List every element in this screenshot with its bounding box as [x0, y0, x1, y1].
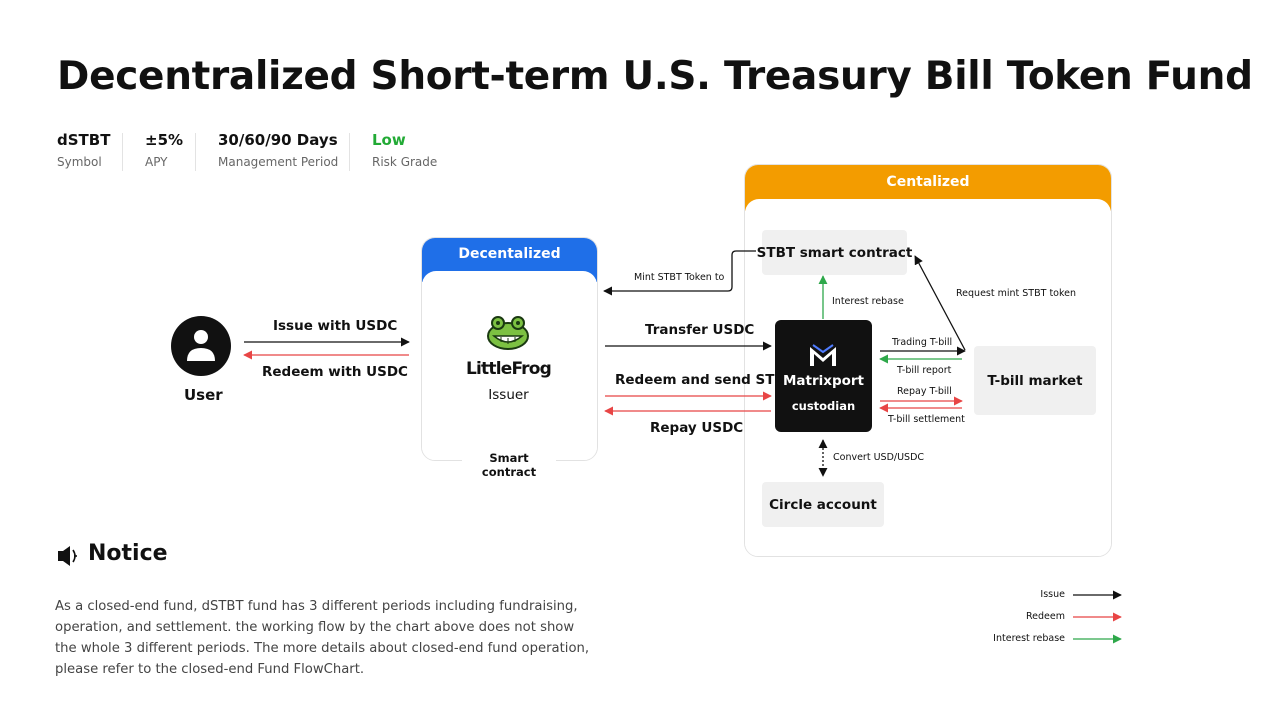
convert-label: Convert USD/USDC	[833, 452, 925, 463]
littlefrog-brand: LittleFrog	[465, 359, 552, 379]
redeem-send-stbt-label: Redeem and send STBT	[615, 372, 794, 388]
stat-label: APY	[145, 155, 168, 169]
divider	[195, 133, 196, 171]
stat-value: Low	[372, 131, 406, 149]
request-mint-label: Request mint STBT token	[956, 288, 1077, 299]
smart-contract-label: Smart contract	[462, 451, 556, 479]
tbill-market-box: T-bill market	[974, 346, 1096, 415]
interest-rebase-label: Interest rebase	[832, 296, 904, 307]
issuer-label: Issuer	[488, 387, 529, 403]
user-icon	[171, 316, 231, 376]
transfer-usdc-label: Transfer USDC	[645, 322, 755, 338]
notice-body: As a closed-end fund, dSTBT fund has 3 d…	[55, 599, 590, 677]
legend-issue-label: Issue	[1040, 589, 1065, 600]
mint-arrow	[603, 250, 756, 296]
stbt-smart-contract-box: STBT smart contract	[757, 230, 912, 275]
stat-apy: ±5% APY	[145, 131, 183, 169]
stat-label: Management Period	[218, 155, 339, 169]
divider	[122, 133, 123, 171]
stat-value: ±5%	[145, 131, 184, 149]
legend-interest-rebase-label: Interest rebase	[993, 633, 1065, 644]
legend-redeem-label: Redeem	[1026, 611, 1065, 622]
divider	[349, 133, 350, 171]
tbill-settlement-label: T-bill settlement	[888, 414, 965, 425]
speaker-icon	[58, 546, 77, 566]
page-title: Decentralized Short-term U.S. Treasury B…	[57, 54, 1253, 99]
mint-stbt-label: Mint STBT Token to	[634, 272, 725, 283]
request-mint-arrow	[914, 255, 966, 351]
stat-symbol: dSTBT Symbol	[57, 131, 110, 169]
trading-tbill-label: Trading T-bill	[892, 337, 953, 348]
littlefrog-logo-icon	[487, 316, 529, 350]
tbill-report-label: T-bill report	[897, 365, 952, 376]
decentralized-panel: Decentalized	[421, 237, 598, 461]
matrixport-name: Matrixport	[782, 373, 865, 389]
circle-account-box: Circle account	[762, 482, 884, 527]
stat-value: 30/60/90 Days	[218, 131, 338, 149]
matrixport-logo-icon	[810, 344, 836, 366]
stat-value: dSTBT	[57, 131, 111, 149]
stat-risk-grade: Low Risk Grade	[372, 131, 437, 169]
matrixport-box	[775, 320, 872, 432]
issue-with-usdc-label: Issue with USDC	[273, 318, 398, 334]
redeem-with-usdc-label: Redeem with USDC	[262, 364, 408, 380]
matrixport-role: custodian	[791, 399, 856, 413]
stat-label: Symbol	[57, 155, 102, 169]
user-label: User	[184, 386, 223, 404]
repay-usdc-label: Repay USDC	[650, 420, 744, 436]
notice-title: Notice	[88, 541, 168, 566]
stat-label: Risk Grade	[372, 155, 438, 169]
repay-tbill-label: Repay T-bill	[897, 386, 952, 397]
stat-management-period: 30/60/90 Days Management Period	[218, 131, 338, 169]
